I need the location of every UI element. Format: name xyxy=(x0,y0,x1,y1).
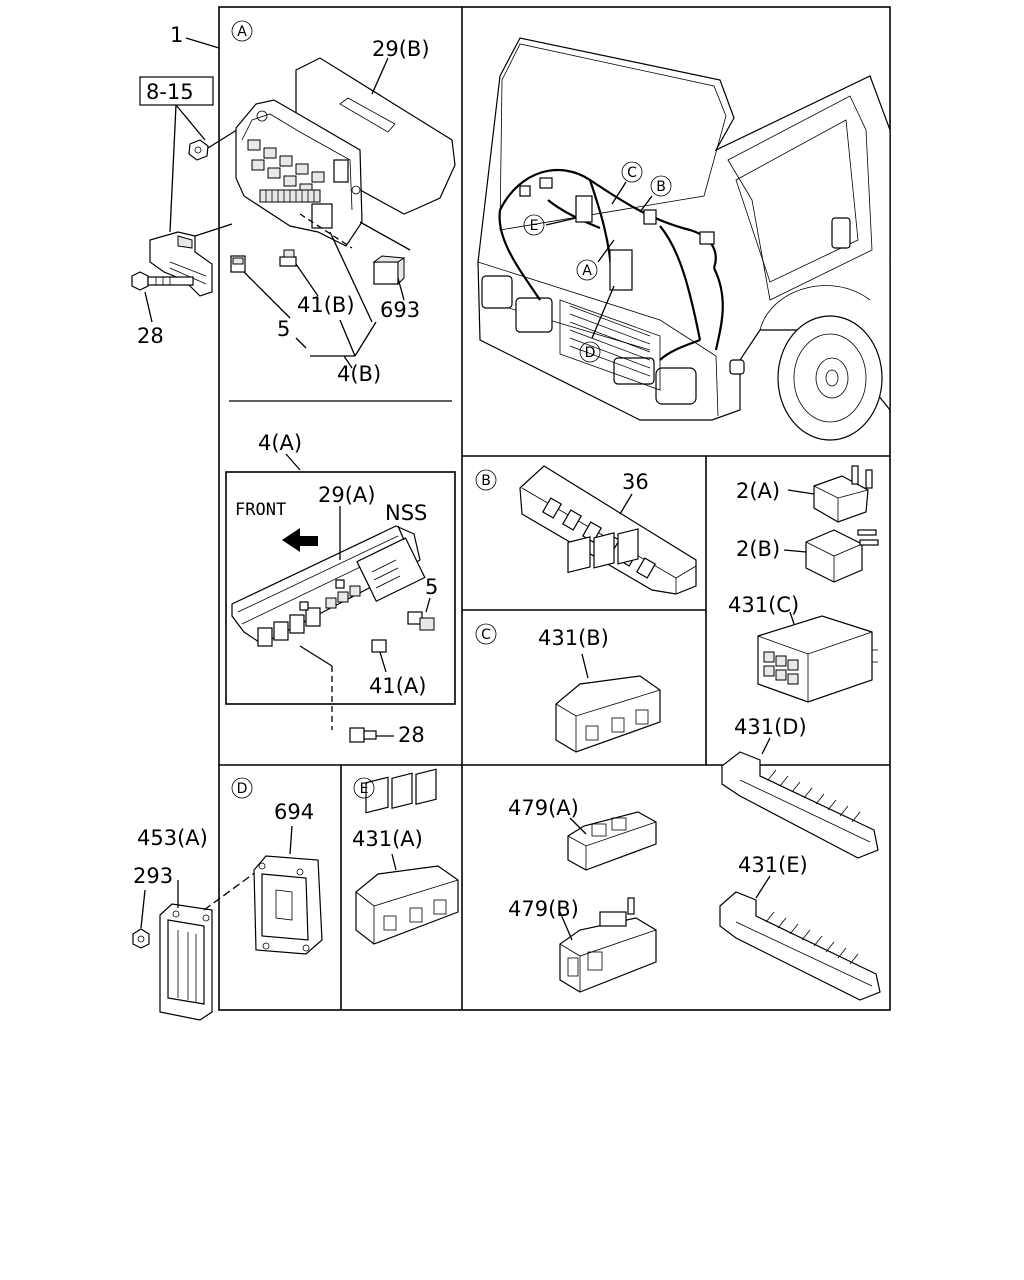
label-ref-8-15: 8-15 xyxy=(146,80,194,104)
callout-circles: A B C D E A B C xyxy=(231,20,672,799)
svg-text:C: C xyxy=(481,627,491,643)
panel-d-callout: D xyxy=(231,777,253,799)
label-ref-2b: 2(B) xyxy=(736,537,780,561)
screw-icon xyxy=(349,727,377,743)
label-ref-28-mid: 28 xyxy=(398,723,425,747)
connector-479b-icon xyxy=(559,897,657,993)
svg-text:A: A xyxy=(582,263,592,279)
label-ref-694: 694 xyxy=(274,800,314,824)
label-ref-431d: 431(D) xyxy=(734,715,807,739)
svg-text:E: E xyxy=(360,781,369,797)
block-fuses xyxy=(257,579,361,647)
svg-text:C: C xyxy=(627,165,637,181)
front-arrow-icon xyxy=(282,528,318,552)
nss-slot-lines xyxy=(371,559,401,589)
label-ref-2a: 2(A) xyxy=(736,479,780,503)
label-ref-4b: 4(B) xyxy=(337,362,381,386)
label-ref-431e: 431(E) xyxy=(738,853,808,877)
truck-callout-c: C xyxy=(621,161,643,183)
label-ref-41a: 41(A) xyxy=(369,674,426,698)
panel-b-callout: B xyxy=(475,469,497,491)
truck-callout-a: A xyxy=(576,259,598,281)
label-ref-4a: 4(A) xyxy=(258,431,302,455)
truck-cab-illustration xyxy=(477,37,891,441)
label-ref-29b: 29(B) xyxy=(372,37,430,61)
terminal-holder-431d-icon xyxy=(721,751,879,859)
label-ref-693: 693 xyxy=(380,298,420,322)
panel-b-connector xyxy=(519,465,697,595)
svg-text:D: D xyxy=(237,781,248,797)
bolt-icon xyxy=(131,271,194,291)
panel-d-cover xyxy=(253,825,323,955)
label-ref-479b: 479(B) xyxy=(508,897,579,921)
panel-4a-fuse-block xyxy=(231,453,435,743)
svg-text:E: E xyxy=(530,218,539,234)
fuse-small-icon xyxy=(407,611,435,631)
label-ref-431c: 431(C) xyxy=(728,593,799,617)
wheel-icon xyxy=(777,315,883,441)
connectors-479 xyxy=(559,811,657,993)
label-ref-36: 36 xyxy=(622,470,649,494)
panel-grid xyxy=(218,6,891,1011)
label-ref-431a: 431(A) xyxy=(352,827,423,851)
label-ref-453a: 453(A) xyxy=(137,826,208,850)
label-ref-479a: 479(A) xyxy=(508,796,579,820)
right-column-parts xyxy=(719,465,881,1001)
label-ref-431b: 431(B) xyxy=(538,626,609,650)
fuse-icon xyxy=(230,255,246,273)
label-front: FRONT xyxy=(235,500,286,520)
label-ref-28-left: 28 xyxy=(137,324,164,348)
panel-c-connector xyxy=(555,528,661,753)
label-ref-1: 1 xyxy=(170,23,183,47)
relay-2a-icon xyxy=(813,465,873,523)
label-ref-5-top: 5 xyxy=(277,317,290,341)
mini-fuse-small-icon xyxy=(371,639,387,653)
truck-callout-e: E xyxy=(523,214,545,236)
truck-callout-b: B xyxy=(650,175,672,197)
panel-e-callout: E xyxy=(353,777,375,799)
label-nss: NSS xyxy=(385,501,427,525)
svg-text:B: B xyxy=(656,179,666,195)
label-ref-41b: 41(B) xyxy=(297,293,355,317)
label-ref-293: 293 xyxy=(133,864,173,888)
bracket-icon xyxy=(149,231,213,297)
fuse-slots xyxy=(247,139,349,229)
left-column-parts xyxy=(131,37,265,1021)
connector-431c-icon xyxy=(757,615,878,703)
svg-text:B: B xyxy=(481,473,491,489)
mini-fuse-icon xyxy=(279,249,297,267)
svg-text:A: A xyxy=(237,24,247,40)
panel-a-callout: A xyxy=(231,20,253,42)
nut-small-icon xyxy=(132,928,150,949)
relay-2b-icon xyxy=(805,529,879,583)
label-ref-5-mid: 5 xyxy=(425,575,438,599)
panel-a-fuse-box xyxy=(230,57,456,369)
connector-479a-icon xyxy=(567,811,657,871)
panel-e-connector xyxy=(355,768,459,945)
panel-c-callout: C xyxy=(475,623,497,645)
control-unit-icon xyxy=(159,903,213,1021)
truck-callout-d: D xyxy=(579,341,601,363)
label-ref-29a: 29(A) xyxy=(318,483,375,507)
nut-icon xyxy=(188,139,209,161)
reference-labels: 1 8-15 28 29(B) 41(B) 693 5 4(B) 4(A) 29… xyxy=(133,23,808,921)
svg-text:D: D xyxy=(585,345,596,361)
relay-icon xyxy=(372,255,406,286)
terminal-holder-431e-icon xyxy=(719,891,881,1001)
